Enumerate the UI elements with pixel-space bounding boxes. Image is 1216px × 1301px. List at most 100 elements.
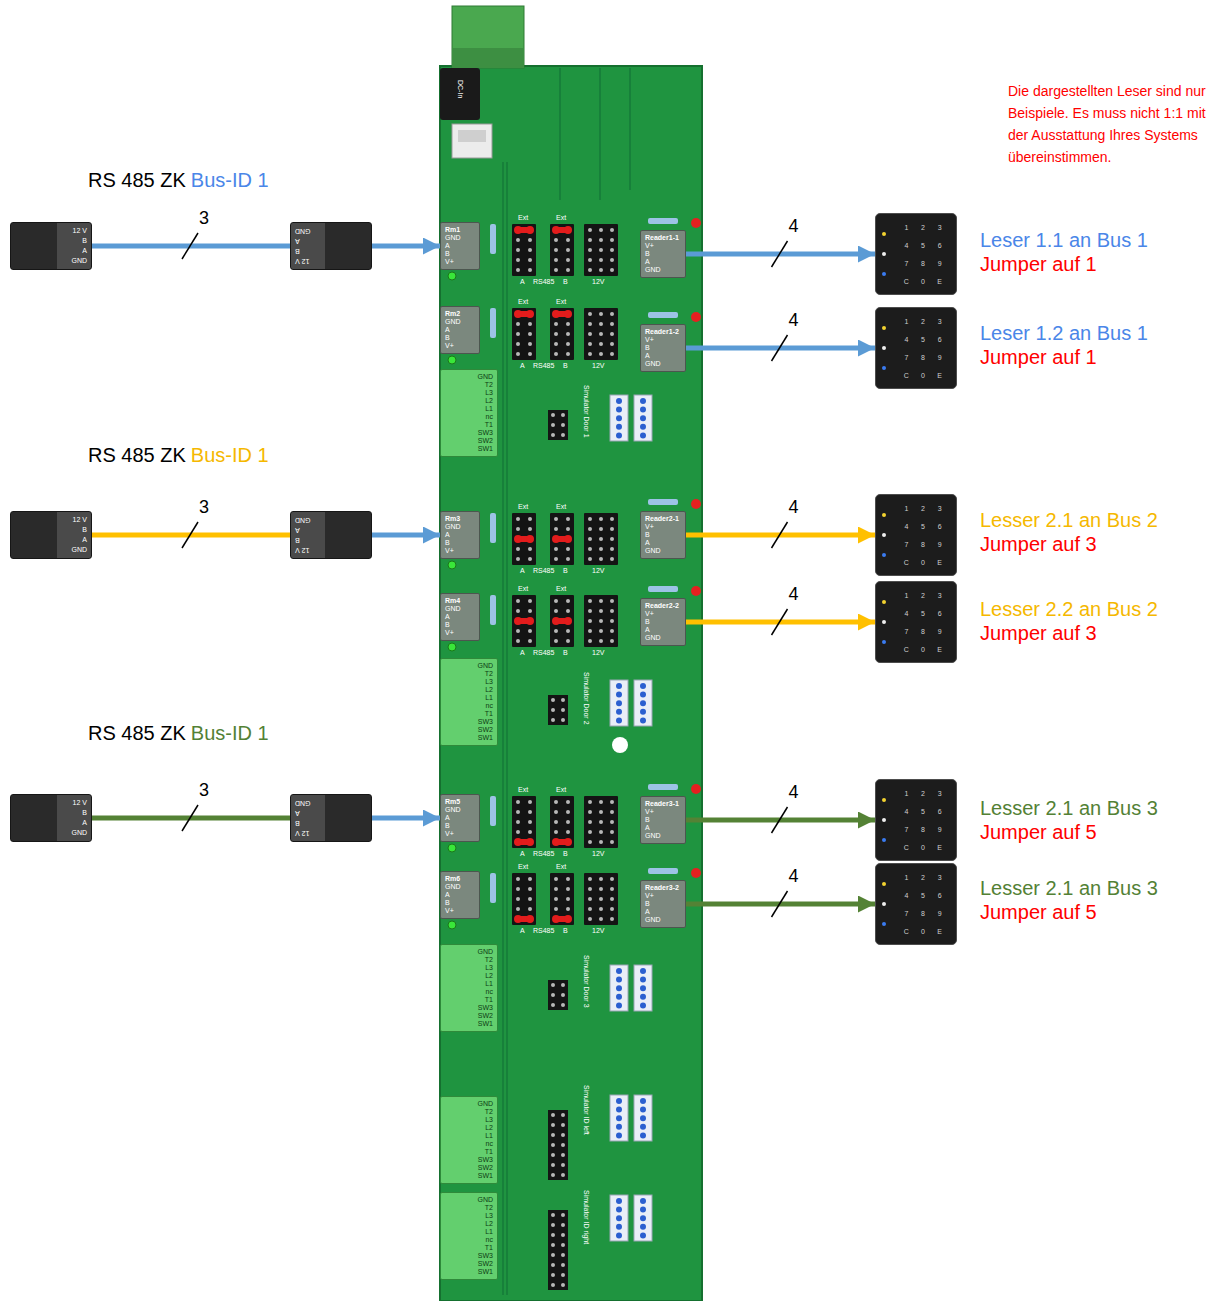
header-pin xyxy=(528,352,532,356)
key-label: 1 xyxy=(898,317,915,326)
reader-label: Lesser 2.1 an Bus 2 xyxy=(980,508,1158,532)
pin-label: B xyxy=(645,344,681,352)
pin-label: GND xyxy=(445,948,493,956)
bus-width-number: 4 xyxy=(789,584,799,605)
hmi-terminal: GNDT2L3L2L1ncT1SW3SW2SW1 xyxy=(440,658,498,746)
header-pin xyxy=(588,352,592,356)
header-pin xyxy=(588,800,592,804)
header-pin xyxy=(561,1243,565,1247)
jumper-label: Jumper auf 3 xyxy=(980,532,1097,556)
header-pin xyxy=(610,619,614,623)
key-label: 8 xyxy=(915,825,932,834)
header-pin xyxy=(516,897,520,901)
header-pin xyxy=(566,887,570,891)
status-led xyxy=(882,600,886,604)
header-pin xyxy=(588,840,592,844)
key-label: 8 xyxy=(915,909,932,918)
header-pin xyxy=(561,1263,565,1267)
terminal-name: Reader2-1 xyxy=(645,515,681,523)
status-led xyxy=(882,272,886,276)
header-pin xyxy=(588,609,592,613)
simulator-group xyxy=(548,965,652,1011)
header-pin xyxy=(561,993,565,997)
header-pin xyxy=(566,810,570,814)
bus-plug: 12 VBAGND xyxy=(10,511,92,559)
header-pin xyxy=(599,887,603,891)
bus-width-number: 4 xyxy=(789,310,799,331)
pin-label: SW2 xyxy=(445,726,493,734)
header-pin xyxy=(554,342,558,346)
status-led xyxy=(691,586,701,596)
header-pin xyxy=(554,248,558,252)
jumper xyxy=(515,311,533,317)
header-pin xyxy=(551,993,555,997)
silkscreen-label: B xyxy=(563,927,568,935)
silkscreen-label: B xyxy=(563,362,568,370)
pin-header xyxy=(584,308,618,360)
pin-label: A xyxy=(445,531,475,539)
key-label: 1 xyxy=(898,223,915,232)
key-label: C xyxy=(898,558,915,567)
header-pin xyxy=(528,877,532,881)
header-pin xyxy=(528,907,532,911)
header-pin xyxy=(566,907,570,911)
switch-dot xyxy=(640,415,646,421)
header-pin xyxy=(599,820,603,824)
header-pin xyxy=(528,332,532,336)
key-label: 1 xyxy=(898,591,915,600)
header-pin xyxy=(610,258,614,262)
header-pin xyxy=(566,877,570,881)
header-pin xyxy=(566,342,570,346)
terminal-name: Reader2-2 xyxy=(645,602,681,610)
jumper-end xyxy=(526,617,534,625)
header-pin xyxy=(599,258,603,262)
reader-terminal: Reader2-1V+BAGND xyxy=(640,511,686,559)
key-label: 2 xyxy=(915,789,932,798)
switch-block xyxy=(610,395,628,441)
jumper-end xyxy=(552,310,560,318)
header-pin xyxy=(551,1283,555,1287)
bus-width-number: 4 xyxy=(789,497,799,518)
header-pin xyxy=(588,322,592,326)
pin-header xyxy=(548,980,568,1010)
header-pin xyxy=(588,332,592,336)
status-led xyxy=(882,902,886,906)
header-pin xyxy=(610,800,614,804)
switch-block xyxy=(634,395,652,441)
header-pin xyxy=(561,1213,565,1217)
status-led xyxy=(882,326,886,330)
reader-label: Leser 1.1 an Bus 1 xyxy=(980,228,1148,252)
header-pin xyxy=(516,547,520,551)
header-pin xyxy=(551,1263,555,1267)
terminal-name: Rm4 xyxy=(445,597,475,605)
header-pin xyxy=(588,887,592,891)
header-pin xyxy=(516,810,520,814)
silkscreen-label: RS485 xyxy=(533,850,554,858)
simulator-group xyxy=(548,680,652,726)
header-pin xyxy=(554,238,558,242)
silkscreen-label: Simulator Door 1 xyxy=(582,385,590,438)
header-pin xyxy=(566,238,570,242)
key-label: 7 xyxy=(898,353,915,362)
key-label: C xyxy=(898,645,915,654)
pin-header xyxy=(550,595,574,647)
header-pin xyxy=(551,1153,555,1157)
header-pin xyxy=(566,268,570,272)
pin-label: A xyxy=(645,626,681,634)
pin-label: nc xyxy=(445,702,493,710)
switch-dot xyxy=(616,407,622,413)
header-pin xyxy=(561,423,565,427)
silkscreen-label: A xyxy=(520,649,525,657)
pin-label: A xyxy=(445,613,475,621)
header-pin xyxy=(561,708,565,712)
key-label: E xyxy=(931,277,948,286)
reader-terminal: Reader2-2V+BAGND xyxy=(640,598,686,646)
terminal-name: Rm6 xyxy=(445,875,475,883)
header-pin xyxy=(554,322,558,326)
silkscreen-label: 12V xyxy=(592,278,604,286)
pin-label: A xyxy=(645,824,681,832)
header-pin xyxy=(516,599,520,603)
reader-terminal: Reader3-2V+BAGND xyxy=(640,880,686,928)
status-led xyxy=(882,533,886,537)
